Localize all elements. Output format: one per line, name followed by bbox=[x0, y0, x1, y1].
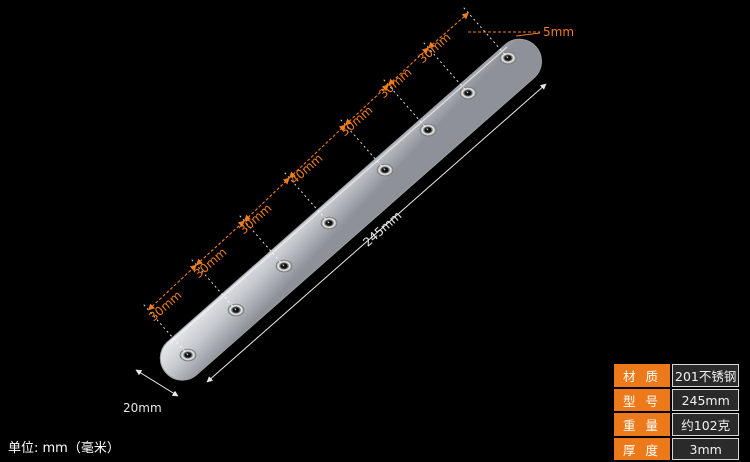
spec-row: 重 量 约102克 bbox=[614, 413, 740, 436]
spacing-label-4: 40mm bbox=[287, 151, 325, 187]
end-margin-label: 5mm bbox=[543, 25, 574, 39]
spec-key: 材 质 bbox=[614, 364, 670, 387]
width-label: 20mm bbox=[123, 401, 162, 415]
spacing-label-6: 30mm bbox=[376, 65, 414, 101]
spacing-label-3: 30mm bbox=[236, 201, 274, 237]
spec-value: 201不锈钢 bbox=[672, 364, 740, 387]
bracket-plate bbox=[159, 38, 542, 381]
spec-row: 厚 度 3mm bbox=[614, 438, 740, 460]
spec-row: 型 号 245mm bbox=[614, 389, 740, 411]
extension-line bbox=[462, 6, 509, 59]
spec-value: 245mm bbox=[672, 389, 740, 411]
spacing-dimension-line bbox=[427, 12, 469, 49]
spec-table: 材 质 201不锈钢 型 号 245mm 重 量 约102克 厚 度 3mm bbox=[612, 362, 741, 462]
spacing-label-5: 30mm bbox=[337, 103, 375, 139]
unit-note: 单位: mm（毫米） bbox=[8, 441, 120, 456]
spec-value: 约102克 bbox=[672, 413, 740, 436]
spec-key: 厚 度 bbox=[614, 438, 670, 460]
spacing-dimension-line bbox=[147, 264, 197, 311]
spacing-label-2: 30mm bbox=[191, 245, 229, 281]
extension-lines bbox=[142, 6, 509, 356]
width-dimension: 20mm bbox=[123, 369, 179, 415]
spacing-label-7: 30mm bbox=[415, 30, 453, 66]
spec-value: 3mm bbox=[672, 438, 740, 460]
spec-key: 型 号 bbox=[614, 389, 670, 411]
end-margin-dimension: 5mm bbox=[468, 25, 574, 39]
spacing-dimension-line bbox=[387, 47, 429, 86]
spec-row: 材 质 201不锈钢 bbox=[614, 364, 740, 387]
length-dimension: 245mm bbox=[206, 83, 547, 383]
extension-line bbox=[142, 303, 189, 356]
plate-edge-highlight bbox=[169, 46, 508, 344]
spec-key: 重 量 bbox=[614, 413, 670, 436]
